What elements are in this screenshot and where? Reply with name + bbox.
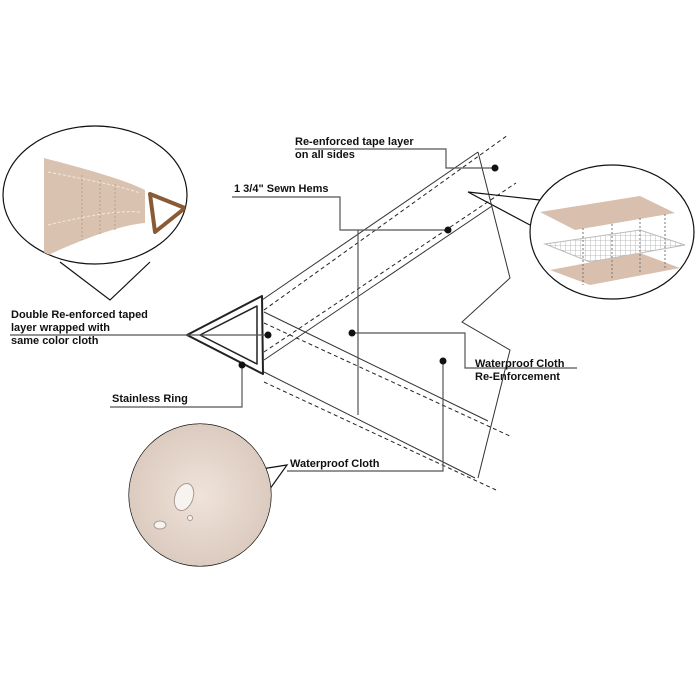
label-line: Waterproof Cloth (475, 358, 565, 370)
sail-edges (261, 134, 517, 491)
leader-lines (10, 148, 577, 472)
label-line: Re-Enforcement (475, 371, 560, 383)
layers-detail-bubble (467, 164, 695, 300)
label-tape-layer: Re-enforced tape layer on all sides (295, 136, 414, 162)
corner-detail-bubble (2, 125, 188, 301)
ring-photo (148, 192, 187, 234)
label-line: Double Re-enforced taped (11, 309, 148, 321)
waterproof-detail-bubble (128, 423, 289, 567)
label-line: same color cloth (11, 335, 99, 347)
label-sewn-hems: 1 3/4" Sewn Hems (234, 183, 329, 195)
label-line: on all sides (295, 149, 355, 161)
label-line: layer wrapped with (11, 322, 111, 334)
label-waterproof-cloth: Waterproof Cloth (290, 458, 380, 470)
label-double-reinforced: Double Re-enforced taped layer wrapped w… (11, 309, 148, 348)
label-line: Re-enforced tape layer (295, 136, 414, 148)
label-stainless-ring: Stainless Ring (112, 393, 188, 405)
label-waterproof-reinforcement: Waterproof Cloth Re-Enforcement (475, 358, 564, 384)
